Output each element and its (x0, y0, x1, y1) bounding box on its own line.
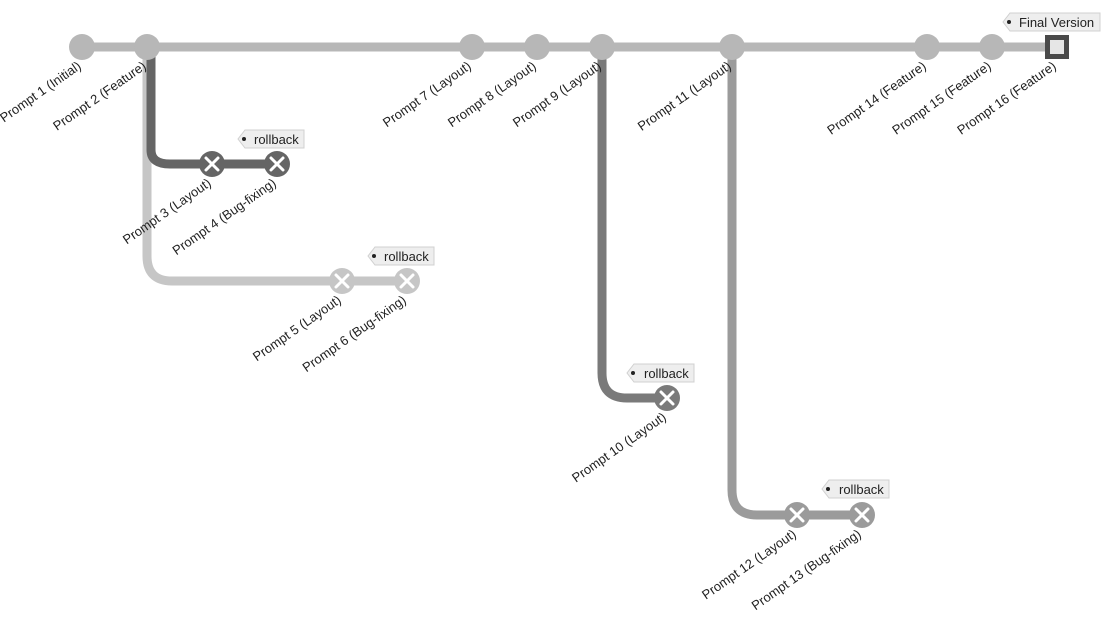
tag-text: rollback (384, 249, 429, 264)
node-p16[interactable] (1045, 35, 1069, 59)
node-p6[interactable] (394, 268, 420, 294)
tag-rollback-3: rollback (626, 363, 695, 383)
nodes (69, 34, 1069, 528)
node-p11[interactable] (719, 34, 745, 60)
node-p7[interactable] (459, 34, 485, 60)
node-p15[interactable] (979, 34, 1005, 60)
branch-line-p10 (597, 42, 672, 403)
node-p3[interactable] (199, 151, 225, 177)
branch-line-p3-p4 (146, 47, 282, 169)
tags: rollback rollback rollback rollback Fina… (237, 12, 1101, 499)
node-p10[interactable] (654, 385, 680, 411)
branch-lines (77, 42, 1062, 520)
node-label-p10: Prompt 10 (Layout) (569, 409, 669, 485)
node-p12[interactable] (784, 502, 810, 528)
close-icon (269, 156, 285, 172)
tag-text: Final Version (1019, 15, 1094, 30)
tag-rollback-1: rollback (237, 129, 305, 149)
close-icon (659, 390, 675, 406)
close-icon (854, 507, 870, 523)
node-p2[interactable] (134, 34, 160, 60)
node-p1[interactable] (69, 34, 95, 60)
branch-line-p5-p6 (142, 42, 412, 286)
tag-final-version: Final Version (1002, 12, 1101, 32)
node-label-p13: Prompt 13 (Bug-fixing) (749, 526, 864, 613)
tag-rollback-4: rollback (821, 479, 890, 499)
tag-text: rollback (254, 132, 299, 147)
tag-text: rollback (644, 366, 689, 381)
node-labels: Prompt 1 (Initial) Prompt 2 (Feature) Pr… (0, 58, 1059, 613)
close-icon (334, 273, 350, 289)
node-p5[interactable] (329, 268, 355, 294)
close-icon (789, 507, 805, 523)
node-p14[interactable] (914, 34, 940, 60)
branch-line-p12-p13 (727, 42, 867, 520)
node-p9[interactable] (589, 34, 615, 60)
node-label-p11: Prompt 11 (Layout) (635, 58, 734, 134)
tag-rollback-2: rollback (367, 246, 435, 266)
close-icon (204, 156, 220, 172)
node-p13[interactable] (849, 502, 875, 528)
node-p4[interactable] (264, 151, 290, 177)
close-icon (399, 273, 415, 289)
node-p8[interactable] (524, 34, 550, 60)
tag-text: rollback (839, 482, 884, 497)
